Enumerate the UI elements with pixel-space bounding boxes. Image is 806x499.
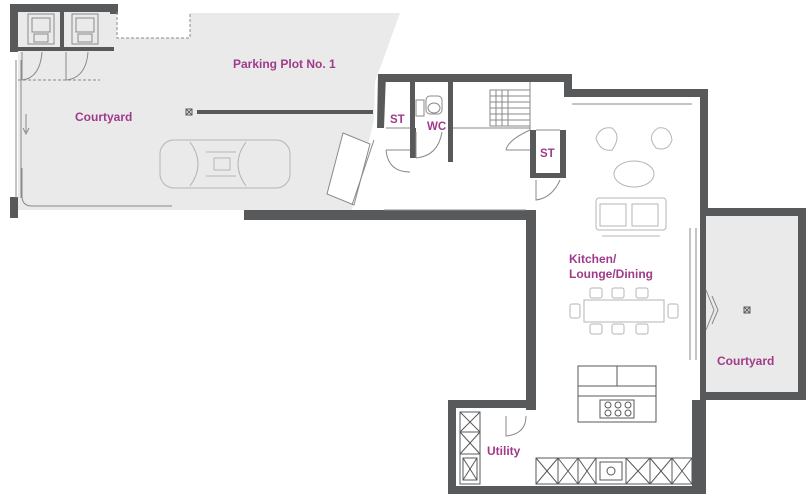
dining-table — [569, 287, 679, 335]
wc-label: WC — [427, 121, 447, 133]
lounge-furniture — [595, 127, 673, 237]
store-fixtures — [27, 13, 99, 45]
parking-plot-label: Parking Plot No. 1 — [233, 57, 336, 71]
store-room-label-2: ST — [540, 148, 555, 160]
utility-units — [459, 411, 481, 485]
store-room-label: ST — [390, 114, 405, 126]
utility-label: Utility — [487, 444, 521, 458]
kitchen-island — [577, 365, 657, 423]
kitchen-label-line2: Lounge/Dining — [569, 267, 653, 281]
wc-fixtures — [415, 95, 443, 117]
courtyard-right-area — [704, 216, 798, 396]
courtyard-right-label: Courtyard — [717, 354, 775, 368]
markers — [185, 108, 751, 314]
car-outline — [159, 139, 291, 189]
kitchen-label-line1: Kitchen/ — [569, 252, 617, 266]
courtyard-left-label: Courtyard — [75, 110, 133, 124]
parking-divider — [197, 110, 373, 114]
kitchen-units — [535, 457, 693, 485]
thin-lines — [15, 12, 719, 437]
walls — [10, 4, 806, 494]
